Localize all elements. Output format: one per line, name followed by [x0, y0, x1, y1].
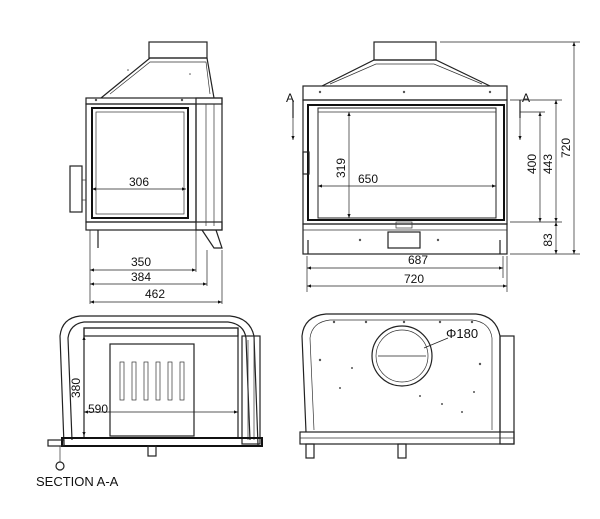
- front-view: A A 319 650 687 720: [286, 41, 530, 292]
- dim-462: 462: [145, 287, 165, 301]
- dim-720-height: 720: [559, 138, 573, 158]
- dim-83: 83: [541, 233, 555, 247]
- dim-590: 590: [88, 402, 108, 416]
- section-mark-left: A: [286, 91, 294, 105]
- dim-319: 319: [334, 158, 348, 178]
- dim-380: 380: [69, 378, 83, 398]
- dim-400: 400: [525, 154, 539, 174]
- section-caption: SECTION A-A: [36, 474, 119, 489]
- top-view: Φ180: [299, 313, 515, 459]
- grate-slots: [119, 361, 185, 401]
- dim-720-width: 720: [404, 272, 424, 286]
- dim-687: 687: [408, 253, 428, 267]
- side-view: 306 350 384 462: [69, 41, 223, 304]
- height-dimensions: 400 443 720 83: [440, 41, 580, 255]
- dim-650: 650: [358, 172, 378, 186]
- section-mark-right: A: [522, 91, 530, 105]
- section-a-a-view: 380 590 SECTION A-A: [36, 315, 263, 489]
- dim-350: 350: [131, 255, 151, 269]
- dim-384: 384: [131, 270, 151, 284]
- dim-flue-diameter: Φ180: [446, 326, 478, 341]
- dim-443: 443: [541, 154, 555, 174]
- dim-306: 306: [129, 175, 149, 189]
